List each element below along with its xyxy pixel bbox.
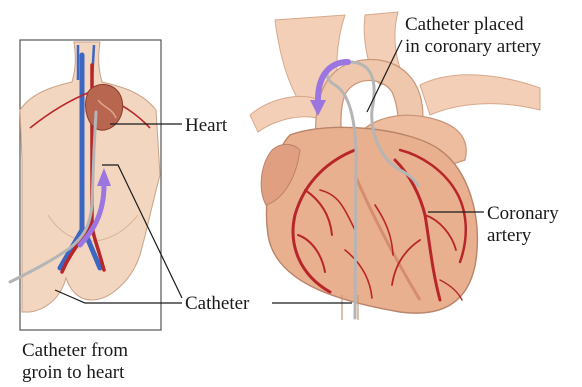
groin-caption: Catheter from groin to heart	[22, 340, 128, 384]
heart-panel	[250, 12, 540, 320]
coronary-artery-label: Coronary artery	[487, 203, 559, 247]
catheter-placed-label: Catheter placed in coronary artery	[405, 14, 541, 58]
body-panel	[10, 40, 161, 330]
heart-label: Heart	[185, 115, 227, 137]
catheter-label: Catheter	[185, 293, 249, 315]
